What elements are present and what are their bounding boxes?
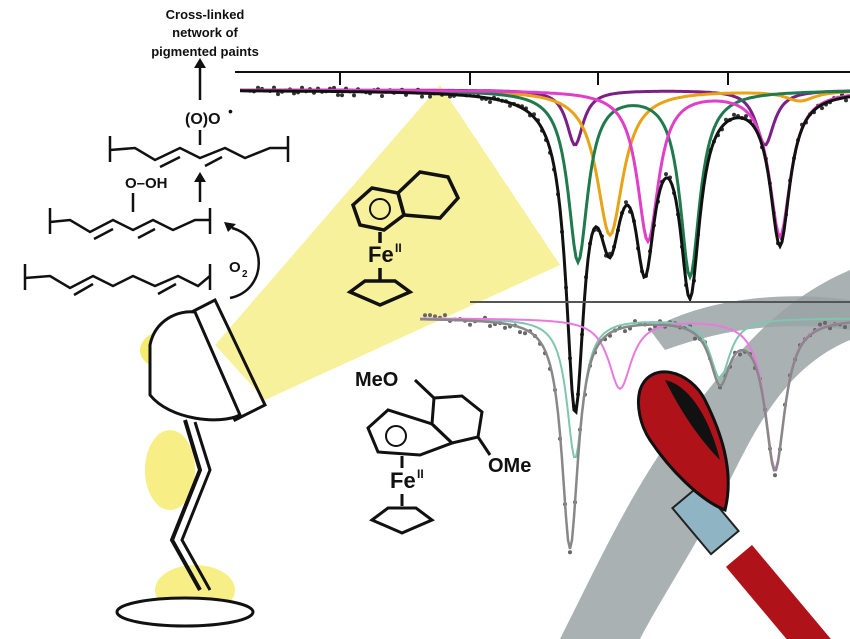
data-point bbox=[623, 329, 627, 334]
aromatic-circle bbox=[369, 198, 391, 220]
arrowhead bbox=[224, 222, 236, 232]
catalyst-1: Fe II bbox=[346, 170, 461, 307]
spectrum-top bbox=[235, 71, 850, 416]
fit-curve-top bbox=[240, 89, 850, 416]
double-bond bbox=[73, 282, 94, 297]
fit-curve-bottom bbox=[420, 318, 850, 550]
catalyst-2: MeO OMe Fe II bbox=[355, 369, 531, 535]
data-point bbox=[818, 322, 822, 327]
desk-lamp bbox=[115, 297, 267, 628]
iron-oxidation-state-2: II bbox=[417, 467, 424, 481]
data-point bbox=[503, 325, 507, 330]
product-line-2: network of bbox=[172, 25, 238, 40]
data-point bbox=[488, 100, 492, 104]
double-bond bbox=[157, 282, 177, 296]
data-point bbox=[340, 93, 344, 98]
product-line-3: pigmented paints bbox=[151, 44, 259, 59]
lamp-arm bbox=[169, 419, 203, 591]
hydroperoxide-chain bbox=[49, 218, 210, 234]
double-bond bbox=[93, 227, 114, 241]
lamp-glow bbox=[145, 430, 195, 510]
peroxyl-chain bbox=[109, 146, 288, 162]
cyclopentadienyl-ring bbox=[346, 279, 414, 307]
data-point bbox=[488, 324, 492, 328]
hydroperoxide-label: O–OH bbox=[125, 175, 168, 192]
data-point bbox=[843, 325, 847, 330]
iron-label-2: Fe bbox=[390, 468, 416, 493]
iron-oxidation-state: II bbox=[395, 241, 402, 255]
data-point bbox=[624, 200, 628, 205]
data-point bbox=[468, 322, 472, 327]
data-point bbox=[744, 114, 748, 119]
data-point bbox=[276, 92, 280, 97]
data-point bbox=[423, 313, 427, 318]
product-line-1: Cross-linked bbox=[166, 7, 245, 22]
component-teal bbox=[420, 317, 850, 458]
data-point bbox=[428, 94, 432, 99]
brush-handle bbox=[725, 545, 836, 639]
double-bond bbox=[204, 155, 223, 168]
oxygen-arrow bbox=[229, 226, 260, 300]
data-point bbox=[773, 473, 777, 478]
methoxy-label-right: OMe bbox=[488, 455, 531, 477]
lamp-base bbox=[115, 596, 255, 628]
data-point bbox=[433, 314, 437, 319]
spectrum-bottom bbox=[420, 301, 850, 555]
data-point bbox=[380, 94, 384, 98]
reaction-scheme: Cross-linked network of pigmented paints… bbox=[23, 7, 290, 300]
paint-brush bbox=[636, 370, 836, 639]
data-point bbox=[568, 550, 572, 555]
brush-bristles bbox=[636, 370, 730, 513]
fatty-acid-chain bbox=[24, 274, 211, 290]
data-point bbox=[518, 330, 522, 335]
iron-label: Fe bbox=[368, 242, 394, 267]
data-point bbox=[420, 94, 424, 99]
data-point bbox=[428, 313, 432, 318]
data-point bbox=[844, 98, 848, 103]
data-point bbox=[352, 93, 356, 98]
naphthalene-ring bbox=[430, 394, 484, 445]
data-point bbox=[664, 172, 668, 177]
lamp-arm-2 bbox=[180, 421, 212, 591]
arene-ring bbox=[366, 408, 455, 457]
data-point bbox=[336, 93, 340, 97]
double-bond bbox=[137, 227, 156, 240]
arrowhead bbox=[194, 58, 206, 68]
data-point bbox=[523, 331, 527, 336]
data-point bbox=[693, 336, 697, 341]
bond bbox=[476, 436, 492, 456]
methoxy-label-top: MeO bbox=[355, 369, 398, 391]
data-point bbox=[823, 320, 827, 325]
lamp-shade-back bbox=[148, 310, 242, 422]
data-point bbox=[732, 112, 736, 117]
double-bond bbox=[159, 155, 181, 169]
aromatic-circle bbox=[385, 425, 407, 447]
light-beam bbox=[215, 85, 560, 400]
naphthalene-ring bbox=[396, 170, 461, 220]
peroxide-label: (O)O bbox=[185, 111, 221, 128]
bond bbox=[413, 378, 436, 400]
data-point bbox=[820, 106, 824, 111]
oxygen-subscript: 2 bbox=[242, 269, 248, 280]
data-point bbox=[443, 313, 447, 318]
data-point bbox=[738, 352, 742, 357]
radical-dot: • bbox=[228, 103, 233, 119]
arrowhead bbox=[194, 172, 206, 182]
paint-stroke-top bbox=[650, 296, 850, 350]
oxygen-label: O bbox=[229, 259, 241, 276]
cyclopentadienyl-ring bbox=[369, 506, 435, 535]
brush-bristles-dark bbox=[665, 380, 720, 460]
